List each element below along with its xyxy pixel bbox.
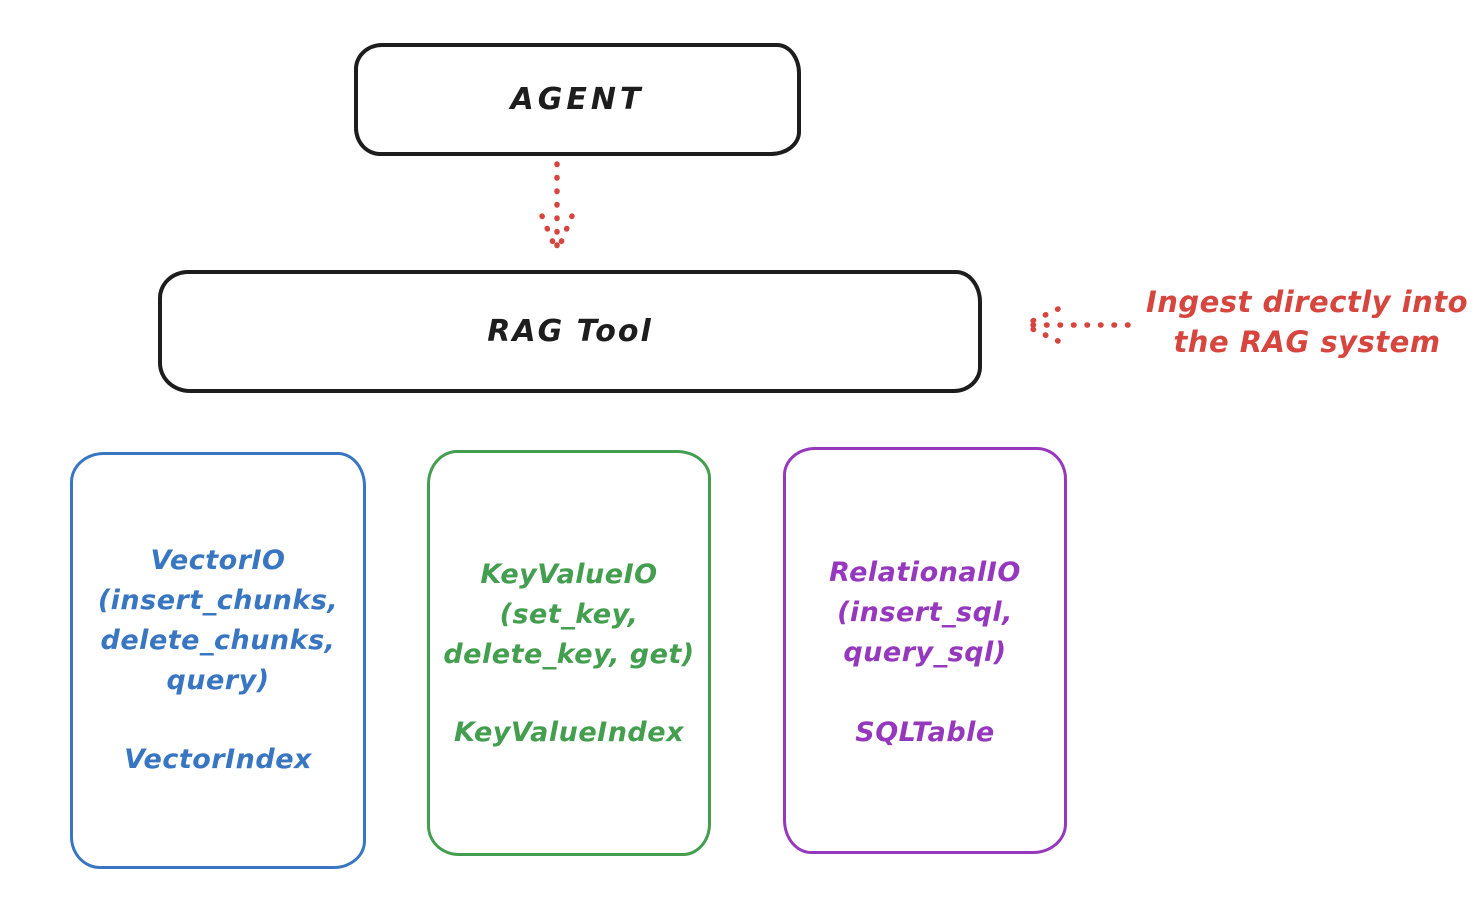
keyvalue-io-interface: KeyValueIO (set_key, delete_key, get) xyxy=(430,453,708,675)
ingest-arrow-icon xyxy=(1021,306,1131,344)
rag-tool-box: RAG Tool xyxy=(158,270,982,393)
ingest-annotation: Ingest directly into the RAG system xyxy=(1140,282,1474,362)
relational-io-line: RelationalIO xyxy=(829,557,1021,588)
vector-io-box: VectorIO (insert_chunks, delete_chunks, … xyxy=(70,452,366,869)
vector-io-line: delete_chunks, xyxy=(100,625,336,656)
agent-box: AGENT xyxy=(354,43,801,156)
ingest-annotation-line2: the RAG system xyxy=(1173,325,1441,359)
rag-tool-label: RAG Tool xyxy=(487,314,653,349)
relational-index-label: SQLTable xyxy=(855,717,995,748)
keyvalue-io-box: KeyValueIO (set_key, delete_key, get) Ke… xyxy=(427,450,711,856)
vector-io-line: (insert_chunks, xyxy=(97,585,339,616)
keyvalue-index-label: KeyValueIndex xyxy=(454,717,684,748)
relational-io-line: (insert_sql, xyxy=(837,597,1013,628)
agent-label: AGENT xyxy=(510,82,645,117)
ingest-annotation-line1: Ingest directly into xyxy=(1145,285,1469,319)
vector-io-interface: VectorIO (insert_chunks, delete_chunks, … xyxy=(73,455,363,701)
relational-io-interface: RelationalIO (insert_sql, query_sql) xyxy=(786,450,1064,673)
agent-to-ragtool-arrow-icon xyxy=(539,161,575,255)
keyvalue-io-line: (set_key, xyxy=(499,599,639,630)
vector-index-label: VectorIndex xyxy=(124,744,312,775)
vector-io-line: query) xyxy=(166,665,270,696)
vector-io-line: VectorIO xyxy=(150,545,286,576)
relational-io-line: query_sql) xyxy=(843,637,1007,668)
keyvalue-io-line: delete_key, get) xyxy=(443,639,695,670)
relational-io-box: RelationalIO (insert_sql, query_sql) SQL… xyxy=(783,447,1067,854)
keyvalue-io-line: KeyValueIO xyxy=(480,559,658,590)
